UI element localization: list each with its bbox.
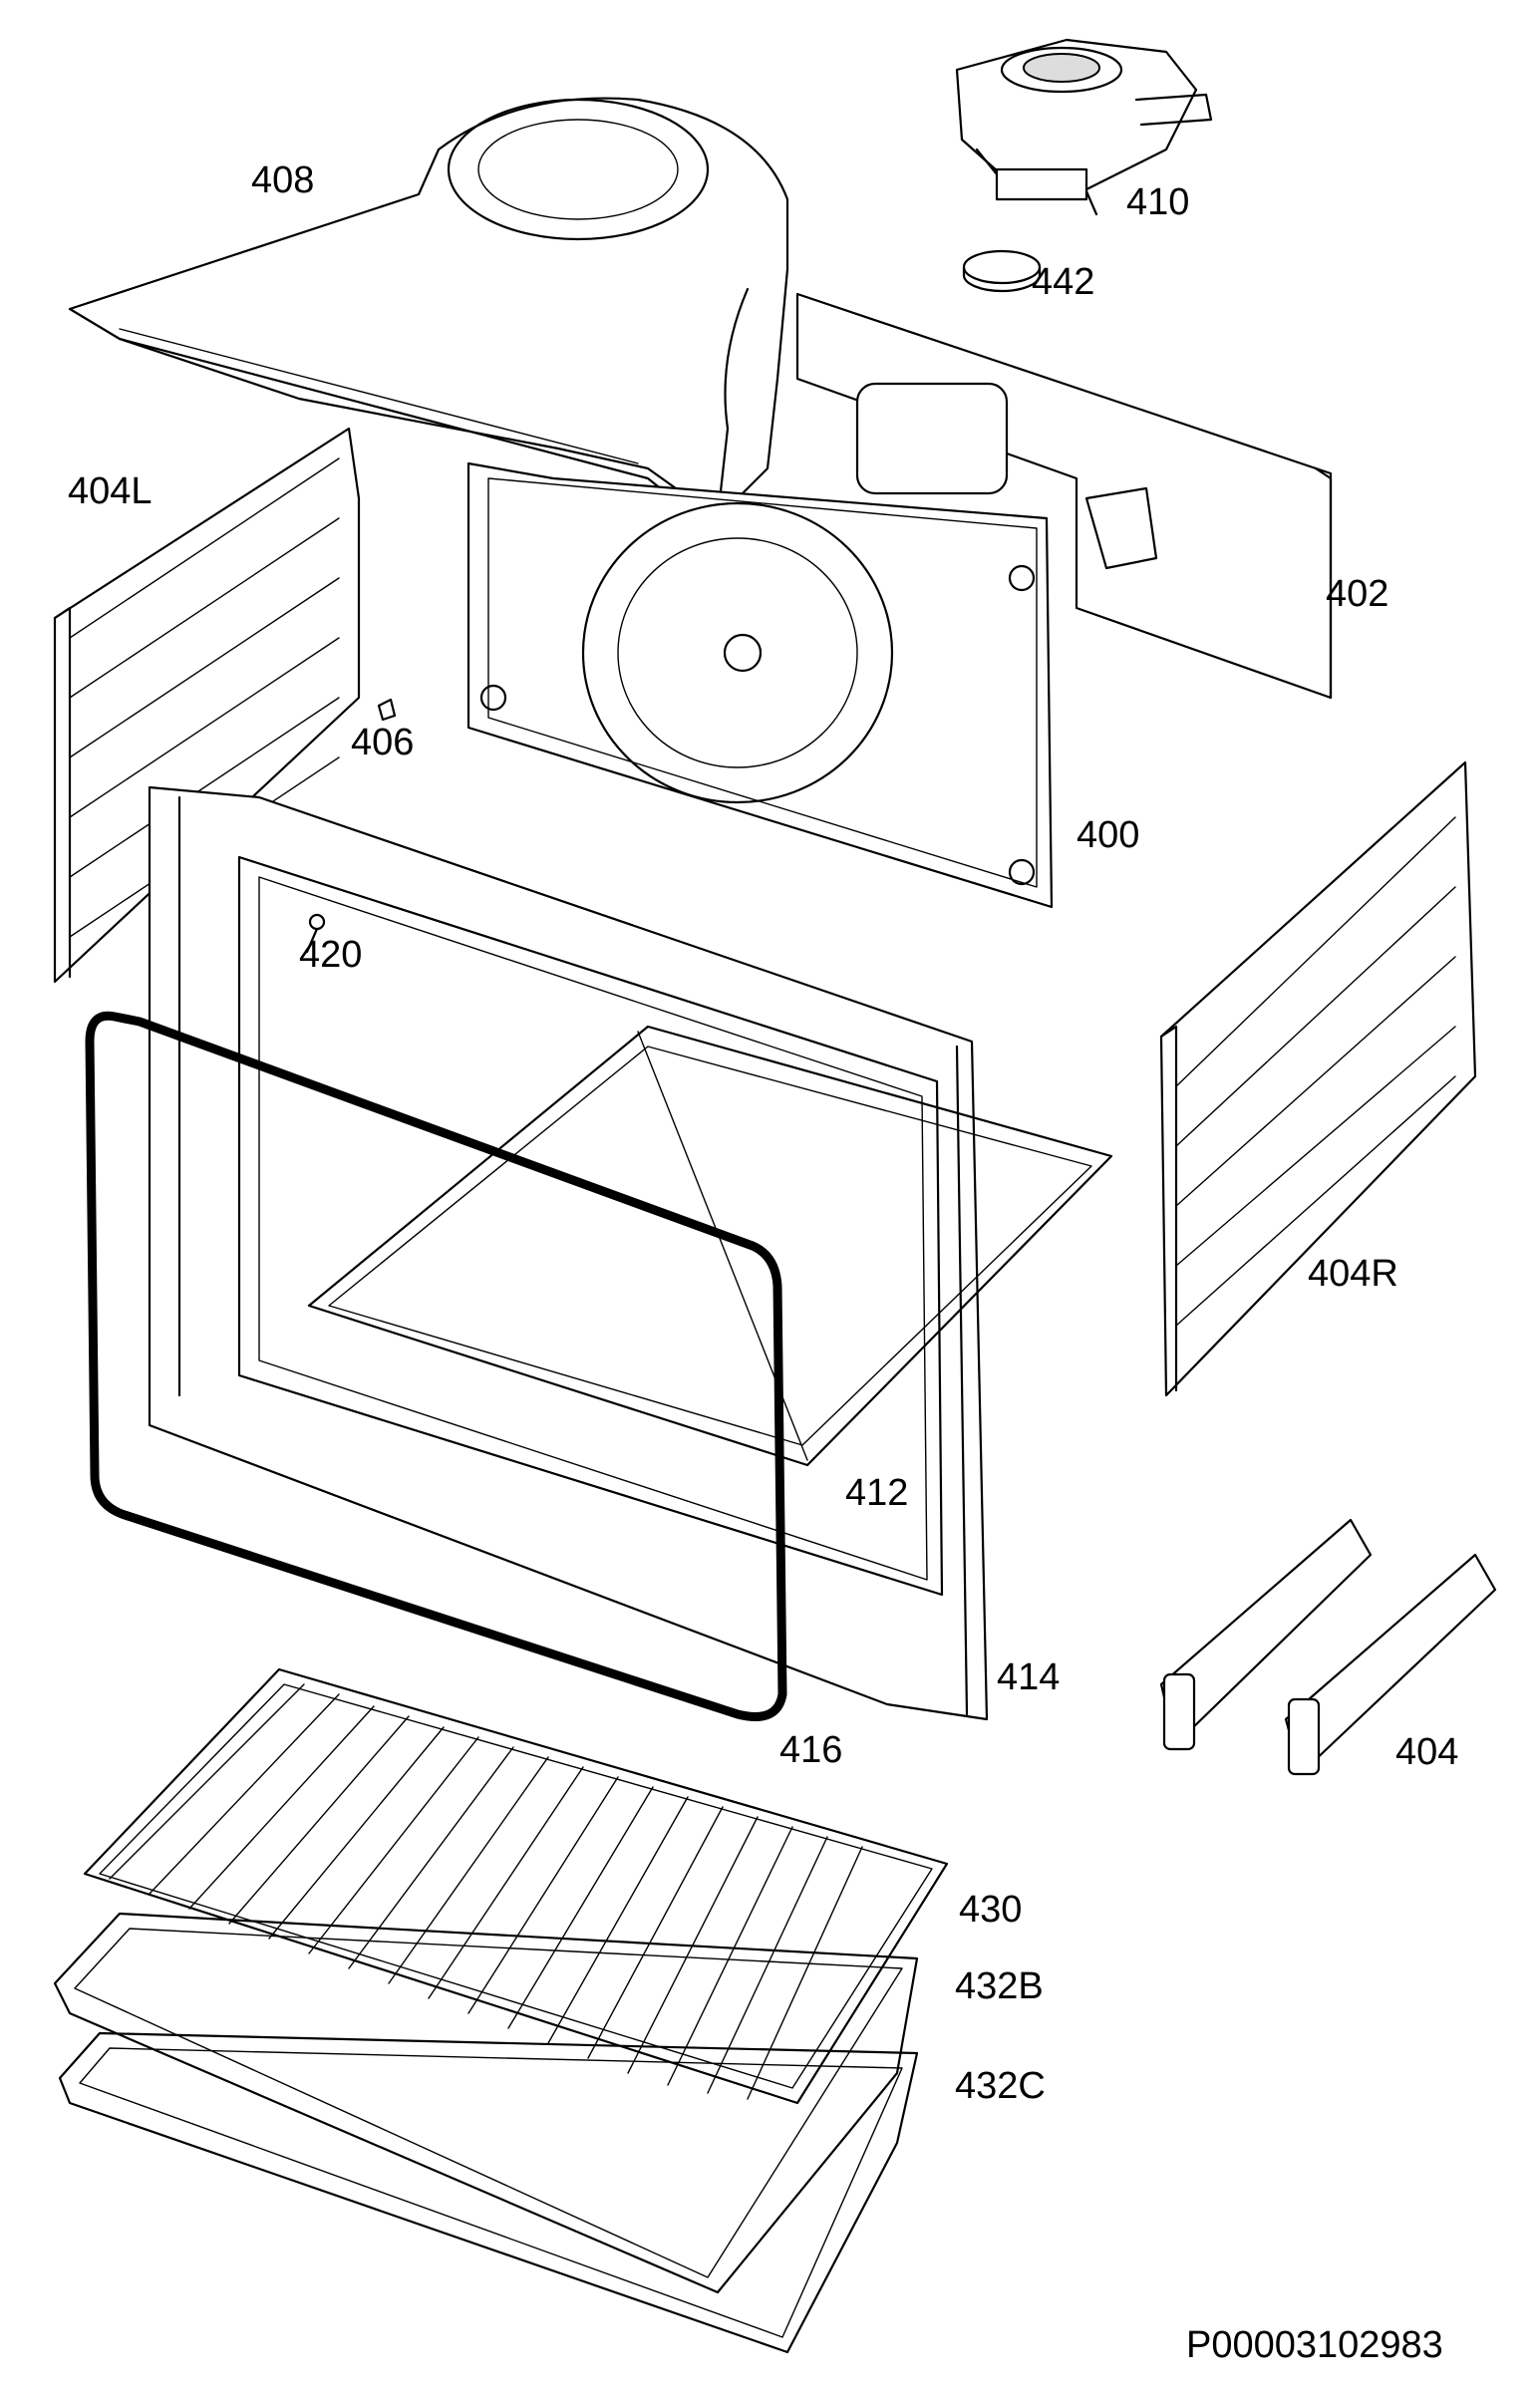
- label-420: 420: [299, 934, 362, 976]
- label-402: 402: [1326, 573, 1388, 615]
- label-416: 416: [779, 1729, 842, 1771]
- part-400-back-panel: [466, 382, 1054, 909]
- part-420-screw: [305, 913, 326, 954]
- label-404: 404: [1395, 1731, 1458, 1773]
- label-404L: 404L: [68, 470, 153, 512]
- part-406-clip: [377, 698, 397, 722]
- label-430: 430: [959, 1889, 1022, 1931]
- label-410: 410: [1126, 181, 1189, 223]
- part-414-front-frame: [148, 785, 989, 1721]
- label-406: 406: [351, 722, 414, 763]
- part-410-fan-motor: [955, 38, 1213, 216]
- part-430-grill-rack: [83, 1667, 949, 2105]
- part-408-top-cover: [68, 97, 789, 520]
- part-442-disc: [962, 249, 1042, 293]
- label-432B: 432B: [955, 1965, 1044, 2007]
- label-414: 414: [997, 1656, 1060, 1698]
- part-404R-right-rack: [1159, 760, 1477, 1397]
- label-404R: 404R: [1308, 1253, 1398, 1295]
- part-404-runners: [1159, 1518, 1497, 1776]
- label-432C: 432C: [955, 2065, 1046, 2107]
- part-416-door-seal: [85, 1011, 787, 1721]
- part-404L-left-rack: [53, 427, 361, 984]
- label-408: 408: [251, 159, 314, 201]
- label-412: 412: [845, 1472, 908, 1514]
- drawing-code: P00003102983: [1186, 2324, 1443, 2366]
- label-442: 442: [1032, 261, 1094, 303]
- label-400: 400: [1077, 814, 1139, 856]
- part-432C-tray: [58, 2031, 919, 2354]
- part-432B-tray: [53, 1912, 919, 2294]
